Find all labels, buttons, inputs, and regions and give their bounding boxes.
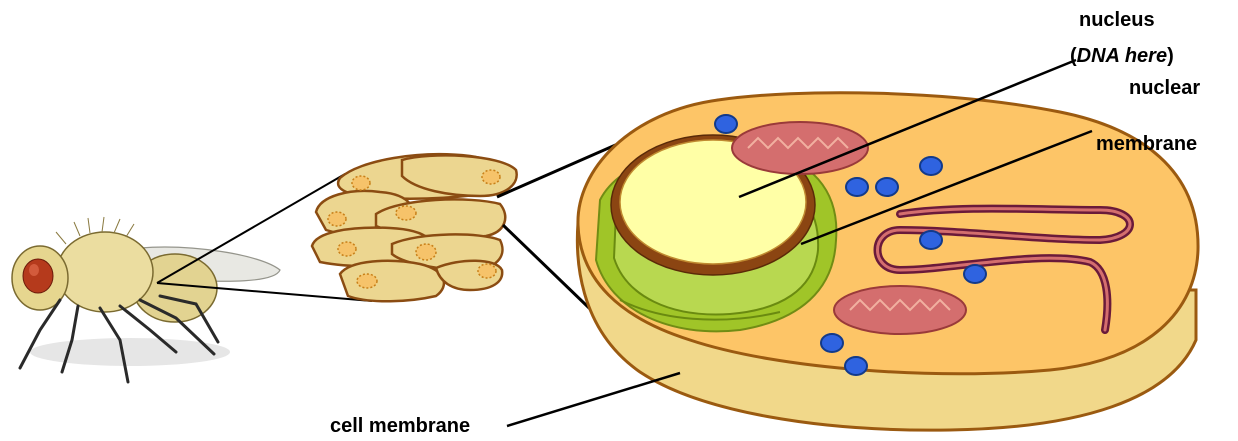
label-dna-italic: DNA here	[1077, 45, 1167, 67]
fly-eye	[23, 259, 53, 293]
label-membrane: membrane	[1096, 132, 1197, 156]
label-nucleus: nucleus	[1079, 8, 1155, 32]
label-dna-close-paren: )	[1167, 45, 1174, 67]
fruit-fly-illustration	[12, 217, 280, 382]
label-dna-open-paren: (	[1070, 45, 1077, 67]
label-nuclear: nuclear	[1129, 76, 1200, 100]
mitochondrion-top	[732, 122, 868, 174]
label-cell-membrane: cell membrane	[330, 414, 470, 438]
mitochondrion-bottom	[834, 286, 966, 334]
label-dna-here: (DNA here)	[1070, 44, 1174, 68]
cell-membrane-leader	[507, 373, 680, 426]
